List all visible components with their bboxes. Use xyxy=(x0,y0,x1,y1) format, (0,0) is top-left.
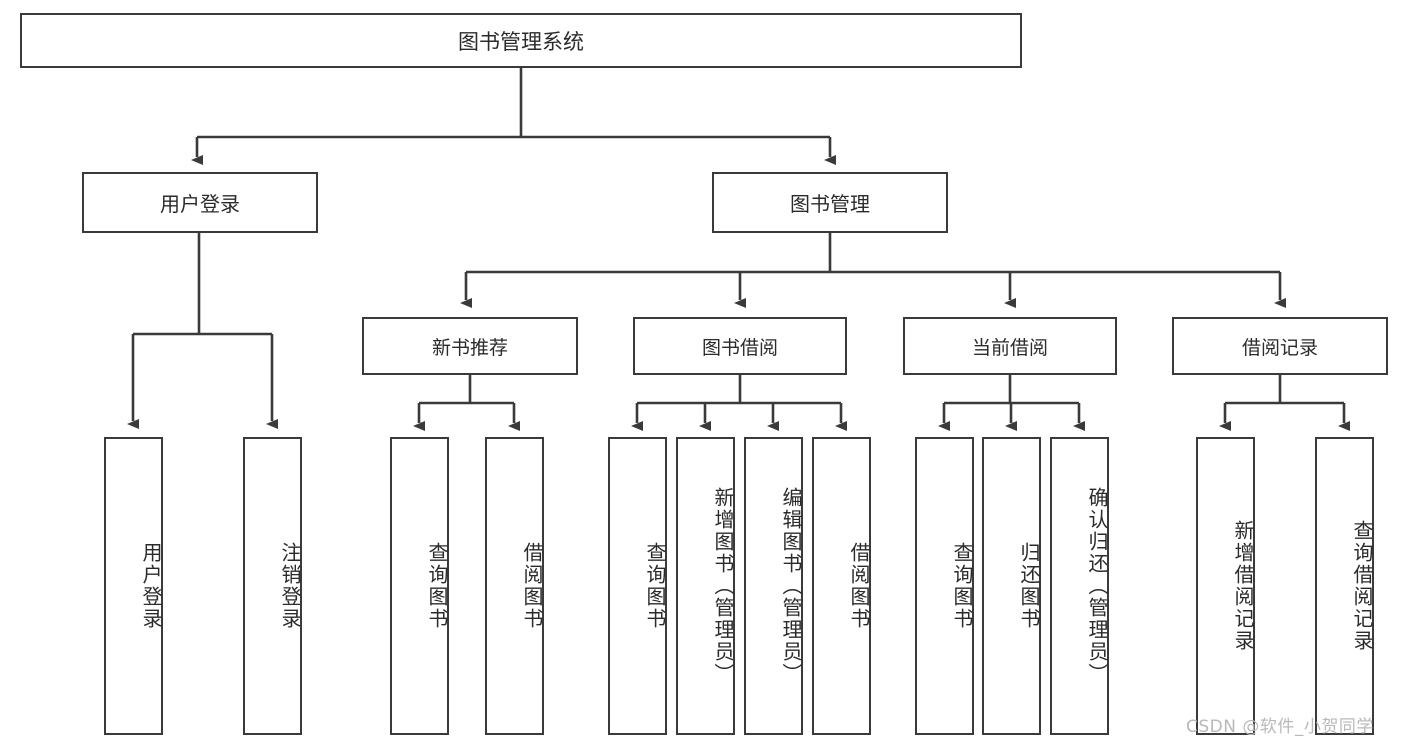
leaf-add-book[interactable]: 新增图书（管理员） xyxy=(676,437,735,735)
leaf-logout-login[interactable]: 注销登录 xyxy=(243,437,302,735)
leaf-logout-login-label: 注销登录 xyxy=(278,542,302,630)
node-new-book-recommend-label: 新书推荐 xyxy=(431,336,508,359)
leaf-query-book-2-label: 查询图书 xyxy=(643,542,667,630)
leaf-edit-book-label: 编辑图书（管理员） xyxy=(779,487,803,685)
leaf-borrow-book-1[interactable]: 借阅图书 xyxy=(485,437,544,735)
leaf-borrow-book-1-label: 借阅图书 xyxy=(520,542,544,630)
leaf-edit-book[interactable]: 编辑图书（管理员） xyxy=(744,437,803,735)
leaf-add-record-label: 新增借阅记录 xyxy=(1231,520,1255,652)
leaf-query-book-2[interactable]: 查询图书 xyxy=(608,437,667,735)
node-root-label: 图书管理系统 xyxy=(458,29,584,54)
leaf-query-book-1[interactable]: 查询图书 xyxy=(390,437,449,735)
leaf-query-record[interactable]: 查询借阅记录 xyxy=(1315,437,1374,735)
leaf-return-book-label: 归还图书 xyxy=(1017,542,1041,630)
watermark: CSDN @软件_小贺同学 xyxy=(1186,717,1374,737)
node-user-login-label: 用户登录 xyxy=(160,192,240,216)
leaf-query-book-3[interactable]: 查询图书 xyxy=(915,437,974,735)
node-book-borrow[interactable]: 图书借阅 xyxy=(633,317,847,375)
node-user-login[interactable]: 用户登录 xyxy=(82,172,318,233)
node-current-borrow-label: 当前借阅 xyxy=(971,336,1048,359)
leaf-query-book-3-label: 查询图书 xyxy=(950,542,974,630)
leaf-user-login[interactable]: 用户登录 xyxy=(104,437,163,735)
leaf-query-record-label: 查询借阅记录 xyxy=(1350,520,1374,652)
node-book-management[interactable]: 图书管理 xyxy=(712,172,948,233)
leaf-confirm-return[interactable]: 确认归还（管理员） xyxy=(1050,437,1109,735)
node-book-borrow-label: 图书借阅 xyxy=(701,336,778,359)
leaf-return-book[interactable]: 归还图书 xyxy=(982,437,1041,735)
node-new-book-recommend[interactable]: 新书推荐 xyxy=(362,317,578,375)
leaf-add-record[interactable]: 新增借阅记录 xyxy=(1196,437,1255,735)
leaf-query-book-1-label: 查询图书 xyxy=(425,542,449,630)
leaf-borrow-book-2[interactable]: 借阅图书 xyxy=(812,437,871,735)
leaf-add-book-label: 新增图书（管理员） xyxy=(711,487,735,685)
node-book-management-label: 图书管理 xyxy=(790,192,870,216)
node-borrow-record-label: 借阅记录 xyxy=(1241,336,1318,359)
node-borrow-record[interactable]: 借阅记录 xyxy=(1172,317,1388,375)
node-root[interactable]: 图书管理系统 xyxy=(20,13,1022,68)
leaf-user-login-label: 用户登录 xyxy=(139,542,163,630)
node-current-borrow[interactable]: 当前借阅 xyxy=(903,317,1117,375)
leaf-confirm-return-label: 确认归还（管理员） xyxy=(1085,487,1109,685)
leaf-borrow-book-2-label: 借阅图书 xyxy=(847,542,871,630)
